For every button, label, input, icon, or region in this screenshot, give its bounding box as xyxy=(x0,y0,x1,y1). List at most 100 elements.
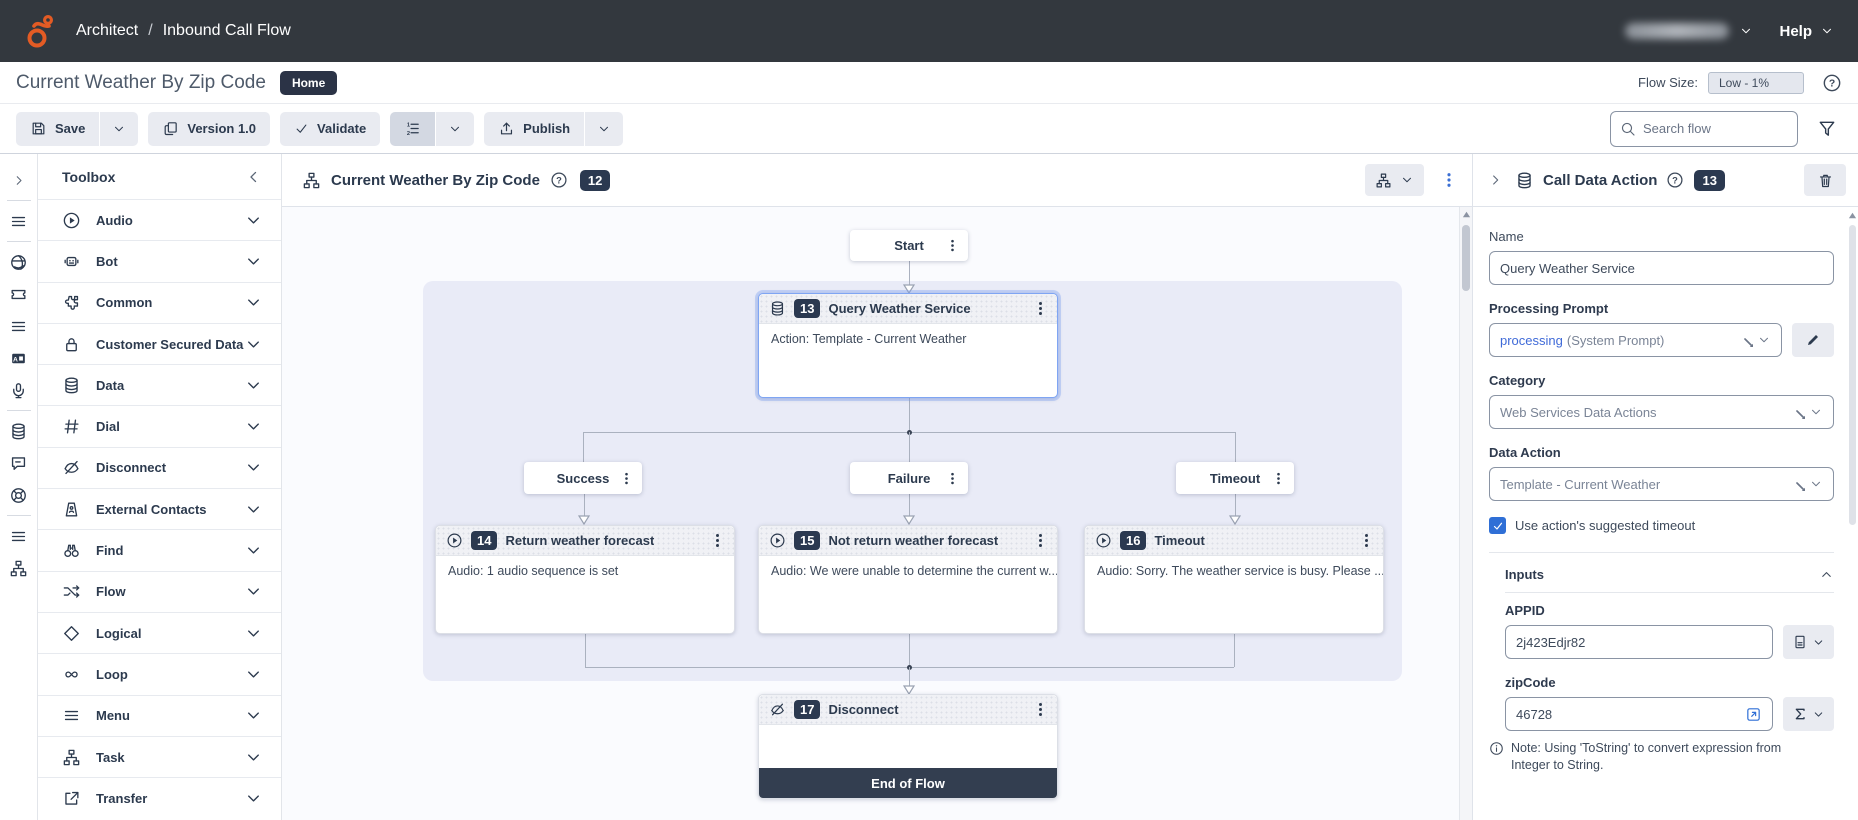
rail-menu-button[interactable] xyxy=(0,205,38,237)
panel-collapse-button[interactable] xyxy=(1487,172,1503,188)
properties-panel: Call Data Action 13 Name Processing Prom… xyxy=(1472,154,1858,820)
play-circle-icon xyxy=(446,532,463,549)
sequence-list-dropdown-button[interactable] xyxy=(435,111,475,146)
kebab-menu-icon[interactable] xyxy=(1358,532,1375,549)
panel-scrollbar[interactable] xyxy=(1846,207,1858,820)
toolbox-item-dial[interactable]: Dial xyxy=(38,405,281,446)
clear-icon[interactable] xyxy=(1792,406,1805,419)
toolbox-item-menu[interactable]: Menu xyxy=(38,694,281,736)
kebab-menu-icon[interactable] xyxy=(709,532,726,549)
rail-events-button[interactable] xyxy=(0,278,38,310)
rail-prompts-button[interactable] xyxy=(0,447,38,479)
version-button[interactable]: Version 1.0 xyxy=(148,111,271,146)
kebab-menu-icon[interactable] xyxy=(945,471,960,486)
branch-timeout[interactable]: Timeout xyxy=(1176,462,1294,494)
collapse-inputs-button[interactable] xyxy=(1819,567,1834,582)
node-not-return-weather-forecast[interactable]: 15 Not return weather forecast Audio: We… xyxy=(758,525,1058,634)
node-timeout[interactable]: 16 Timeout Audio: Sorry. The weather ser… xyxy=(1084,525,1384,634)
properties-form: Name Processing Prompt processing (Syste… xyxy=(1473,207,1858,820)
flow-size-help-icon[interactable] xyxy=(1822,73,1842,93)
validate-button[interactable]: Validate xyxy=(280,111,381,146)
help-circle-icon[interactable] xyxy=(550,171,568,189)
canvas-kebab-menu[interactable] xyxy=(1440,171,1458,189)
clear-icon[interactable] xyxy=(1740,334,1753,347)
rail-speech-button[interactable] xyxy=(0,374,38,406)
toolbox-item-disconnect[interactable]: Disconnect xyxy=(38,446,281,488)
scrollbar-thumb[interactable] xyxy=(1462,225,1470,291)
node-query-weather-service[interactable]: 13 Query Weather Service Action: Templat… xyxy=(758,293,1058,398)
kebab-menu-icon[interactable] xyxy=(945,238,960,253)
save-dropdown-button[interactable] xyxy=(99,111,139,146)
rail-data-button[interactable] xyxy=(0,415,38,447)
scroll-up-icon[interactable] xyxy=(1848,211,1857,220)
chevron-down-icon xyxy=(244,748,263,767)
layout-dropdown-button[interactable] xyxy=(1365,164,1424,196)
toolbox-item-data[interactable]: Data xyxy=(38,364,281,405)
zipcode-input[interactable] xyxy=(1516,706,1745,722)
chevron-down-icon xyxy=(1812,708,1825,721)
rail-translate-button[interactable] xyxy=(0,342,38,374)
toolbox-item-flow[interactable]: Flow xyxy=(38,570,281,612)
branch-success[interactable]: Success xyxy=(524,462,642,494)
breadcrumb-app[interactable]: Architect xyxy=(76,22,139,39)
toolbox-item-loop[interactable]: Loop xyxy=(38,653,281,694)
chevron-down-icon[interactable] xyxy=(1809,477,1823,491)
chevron-down-icon[interactable] xyxy=(1809,405,1823,419)
kebab-menu-icon[interactable] xyxy=(1271,471,1286,486)
node-return-weather-forecast[interactable]: 14 Return weather forecast Audio: 1 audi… xyxy=(435,525,735,634)
branch-failure[interactable]: Failure xyxy=(850,462,968,494)
delete-node-button[interactable] xyxy=(1804,164,1846,196)
kebab-menu-icon[interactable] xyxy=(1032,701,1049,718)
flow-canvas[interactable]: Start 13 Query Weather Service Action: T… xyxy=(282,207,1472,820)
kebab-menu-icon[interactable] xyxy=(619,471,634,486)
rail-task-button[interactable] xyxy=(0,552,38,584)
kebab-menu-icon[interactable] xyxy=(1032,532,1049,549)
category-combobox[interactable]: Web Services Data Actions xyxy=(1489,395,1834,429)
rail-expand-button[interactable] xyxy=(0,164,38,196)
appid-input[interactable] xyxy=(1516,634,1762,650)
clear-icon[interactable] xyxy=(1792,478,1805,491)
publish-dropdown-button[interactable] xyxy=(584,111,624,146)
rail-support-button[interactable] xyxy=(0,479,38,511)
toolbox-item-audio[interactable]: Audio xyxy=(38,199,281,240)
kebab-menu-icon[interactable] xyxy=(1032,300,1049,317)
start-node[interactable]: Start xyxy=(850,230,968,261)
scrollbar-thumb[interactable] xyxy=(1849,225,1856,525)
appid-mode-button[interactable] xyxy=(1783,625,1834,659)
external-link-icon xyxy=(62,789,81,808)
data-action-combobox[interactable]: Template - Current Weather xyxy=(1489,467,1834,501)
name-input[interactable] xyxy=(1500,260,1823,276)
genesys-logo-icon[interactable] xyxy=(24,12,58,50)
zipcode-mode-button[interactable] xyxy=(1783,697,1834,731)
breadcrumb-page: Inbound Call Flow xyxy=(162,22,291,39)
toolbox-item-bot[interactable]: Bot xyxy=(38,240,281,281)
canvas-scrollbar[interactable] xyxy=(1459,207,1472,820)
publish-button[interactable]: Publish xyxy=(484,111,585,146)
filter-button[interactable] xyxy=(1812,114,1842,144)
help-circle-icon[interactable] xyxy=(1666,171,1684,189)
chevron-down-icon[interactable] xyxy=(1757,333,1771,347)
rail-language-button[interactable] xyxy=(0,246,38,278)
toolbox-item-customer-secured-data[interactable]: Customer Secured Data xyxy=(38,322,281,364)
toolbox-item-transfer[interactable]: Transfer xyxy=(38,777,281,818)
rail-menu2-button[interactable] xyxy=(0,520,38,552)
toolbox-item-task[interactable]: Task xyxy=(38,735,281,777)
use-suggested-timeout-checkbox[interactable] xyxy=(1489,517,1506,534)
toolbox-item-find[interactable]: Find xyxy=(38,529,281,570)
scroll-up-icon[interactable] xyxy=(1462,210,1471,219)
toolbox-item-common[interactable]: Common xyxy=(38,281,281,323)
save-button[interactable]: Save xyxy=(16,111,100,146)
toolbox-item-logical[interactable]: Logical xyxy=(38,611,281,653)
help-menu[interactable]: Help xyxy=(1779,23,1834,40)
toolbox-item-external-contacts[interactable]: External Contacts xyxy=(38,488,281,529)
toolbox-collapse-button[interactable] xyxy=(245,168,263,186)
sequence-list-button[interactable] xyxy=(390,111,436,146)
chevron-down-icon xyxy=(244,665,263,684)
edit-prompt-button[interactable] xyxy=(1792,323,1834,357)
rail-list-button[interactable] xyxy=(0,310,38,342)
open-expression-icon[interactable] xyxy=(1745,706,1762,723)
user-menu[interactable] xyxy=(1625,23,1753,39)
node-disconnect[interactable]: 17 Disconnect End of Flow xyxy=(758,694,1058,799)
processing-prompt-combobox[interactable]: processing (System Prompt) xyxy=(1489,323,1782,357)
search-flow-input[interactable] xyxy=(1643,121,1819,136)
